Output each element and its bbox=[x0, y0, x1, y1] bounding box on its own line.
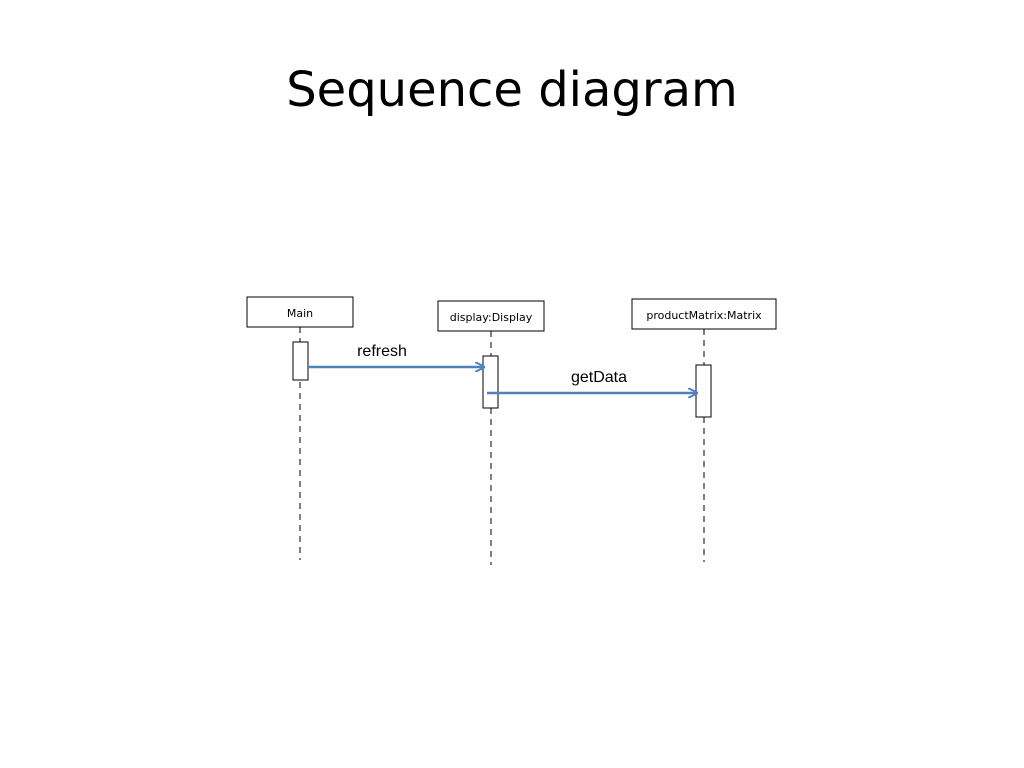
slide-title: Sequence diagram bbox=[286, 62, 738, 118]
message-refresh-label: refresh bbox=[357, 343, 407, 360]
message-getdata-label: getData bbox=[571, 369, 627, 386]
lifeline-display-box bbox=[437, 300, 545, 332]
lifeline-display-label: display:Display bbox=[450, 311, 533, 324]
lifeline-display: display:Display bbox=[437, 300, 545, 565]
lifeline-main-box bbox=[246, 296, 354, 328]
lifeline-main-label: Main bbox=[287, 307, 313, 320]
lifeline-productmatrix-label: productMatrix:Matrix bbox=[646, 309, 762, 322]
message-getdata: getData bbox=[487, 369, 697, 393]
message-refresh: refresh bbox=[308, 343, 484, 367]
lifeline-productmatrix: productMatrix:Matrix bbox=[631, 298, 777, 562]
activation-main bbox=[292, 341, 309, 381]
lifeline-main: Main bbox=[246, 296, 354, 560]
activation-productmatrix bbox=[695, 364, 712, 418]
activation-display bbox=[482, 355, 499, 409]
